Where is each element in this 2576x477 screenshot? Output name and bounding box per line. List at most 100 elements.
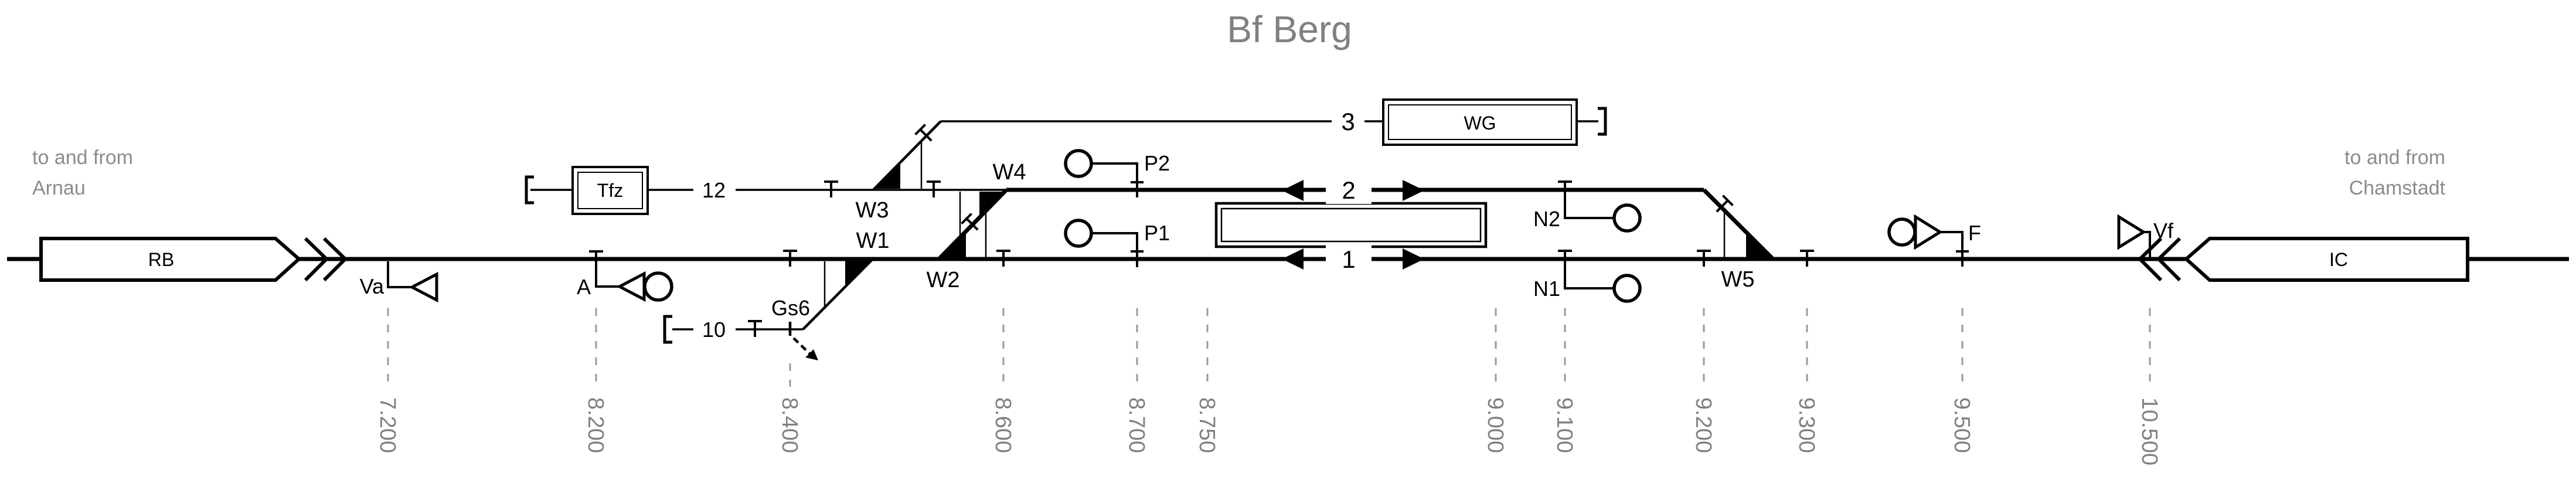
km-label: 9.500 — [1949, 397, 1974, 453]
signals — [387, 149, 2151, 303]
distant-signal-icon — [1914, 214, 1943, 250]
arrow-right-icon — [1403, 180, 1424, 201]
station-title: Bf Berg — [1227, 8, 1352, 50]
track-3-number: 3 — [1341, 108, 1355, 135]
chevron-left-icon — [2137, 237, 2163, 282]
switch-w2-wedge — [939, 230, 966, 257]
gs6-label: Gs6 — [771, 296, 810, 320]
signal-n2-label: N2 — [1533, 207, 1560, 231]
chevron-left-icon — [2156, 237, 2182, 282]
signal-va-label: Va — [360, 274, 384, 298]
route-right: to and from Chamstadt — [2344, 146, 2446, 199]
wg-box: WG — [1382, 98, 1578, 146]
signal-p1 — [1064, 219, 1144, 267]
signal-f — [1887, 214, 1969, 267]
switch-w1-label: W1 — [856, 229, 890, 253]
wg-box-outer — [1382, 98, 1578, 146]
kilometer-lines — [387, 308, 2151, 387]
platform-outer — [1214, 202, 1488, 248]
switch-w5-label: W5 — [1721, 267, 1755, 292]
gap — [1326, 245, 1372, 273]
platform-inner — [1220, 207, 1482, 243]
tfz-label: Tfz — [597, 180, 623, 201]
signal-f-label: F — [1968, 221, 1981, 245]
track-ticks — [748, 124, 1814, 337]
km-label: 9.200 — [1691, 397, 1716, 453]
switch-w4-wedge — [979, 192, 1006, 219]
wg-box-inner — [1388, 104, 1572, 140]
buffer-stops — [525, 107, 1607, 344]
route-right-line1: to and from — [2344, 146, 2445, 169]
train-rb-body — [39, 237, 302, 282]
km-label: 9.100 — [1552, 397, 1577, 453]
train-ic-body — [2183, 237, 2469, 282]
route-left: to and from Arnau — [32, 146, 133, 199]
tick-icon — [927, 180, 941, 197]
signal-vf-label: Vf — [2153, 219, 2174, 243]
signal-va — [387, 261, 438, 303]
signal-vf — [2117, 214, 2151, 258]
km-label: 7.200 — [375, 397, 400, 453]
switch-w4-label: W4 — [993, 160, 1026, 185]
main-signal-icon — [643, 271, 673, 302]
kilometer-labels: 7.200 8.200 8.400 8.600 8.700 8.750 9.00… — [375, 397, 2162, 465]
train-ic: IC — [2137, 237, 2469, 282]
platform — [1214, 202, 1488, 248]
switch-w5-wedge — [1746, 230, 1773, 257]
arrow-left-icon — [1282, 180, 1304, 201]
signal-n1 — [1558, 250, 1642, 303]
switch-w2-label: W2 — [927, 268, 960, 292]
km-label: 9.300 — [1794, 397, 1819, 453]
main-signal-icon — [1612, 274, 1642, 303]
signal-a — [589, 250, 673, 302]
buffer-stop-track3 — [1598, 107, 1607, 136]
km-label: 8.750 — [1195, 397, 1219, 453]
main-signal-icon — [1064, 149, 1093, 178]
tfz-box-inner — [577, 172, 643, 209]
derail-gs6: Gs6 — [771, 296, 818, 360]
tfz-box: Tfz — [571, 166, 649, 215]
switch-wedges — [845, 162, 1773, 288]
tick-icon — [1800, 250, 1814, 267]
signal-p2 — [1064, 149, 1144, 197]
route-left-line2: Arnau — [32, 177, 86, 199]
tick-icon — [1697, 250, 1711, 267]
signal-p2-label: P2 — [1144, 151, 1170, 175]
km-label: 8.700 — [1124, 397, 1149, 453]
gap — [1326, 176, 1372, 204]
train-rb: RB — [39, 237, 348, 282]
tick-icon — [824, 180, 838, 197]
tick-icon — [996, 250, 1010, 267]
distant-signal-icon — [2117, 214, 2146, 250]
gs6-arrowhead-icon — [805, 349, 818, 360]
track-number-gaps: 2 1 3 12 10 — [702, 108, 1424, 342]
distant-signal-icon — [409, 271, 438, 303]
main-signal-icon — [1887, 217, 1917, 247]
tick-icon — [961, 213, 979, 231]
main-signal-icon — [1612, 203, 1642, 233]
chevron-right-icon — [304, 237, 329, 282]
track-12-number: 12 — [702, 178, 726, 202]
route-left-line1: to and from — [32, 146, 133, 169]
tfz-box-outer — [571, 166, 649, 215]
track-10-number: 10 — [702, 318, 726, 342]
tick-icon — [748, 320, 762, 337]
route-right-line2: Chamstadt — [2349, 177, 2446, 199]
main-signal-icon — [1064, 219, 1093, 248]
track-1-number: 1 — [1342, 246, 1355, 273]
tick-icon — [1716, 195, 1734, 213]
train-ic-label: IC — [2329, 249, 2348, 270]
switch-w1-wedge — [845, 261, 872, 288]
switch-w3-wedge — [873, 162, 900, 189]
signal-p1-label: P1 — [1144, 221, 1170, 245]
switch-w3-label: W3 — [856, 198, 889, 223]
tick-icon — [783, 250, 797, 267]
element-labels: Va A W3 W1 W2 W4 W5 P2 P1 N2 N1 F Vf — [360, 151, 2174, 301]
distant-signal-icon — [616, 271, 646, 302]
arrow-right-icon — [1403, 248, 1424, 270]
buffer-stop-track10 — [663, 315, 672, 344]
track-2-number: 2 — [1342, 176, 1355, 204]
wg-label: WG — [1464, 113, 1496, 134]
train-rb-label: RB — [148, 249, 174, 270]
